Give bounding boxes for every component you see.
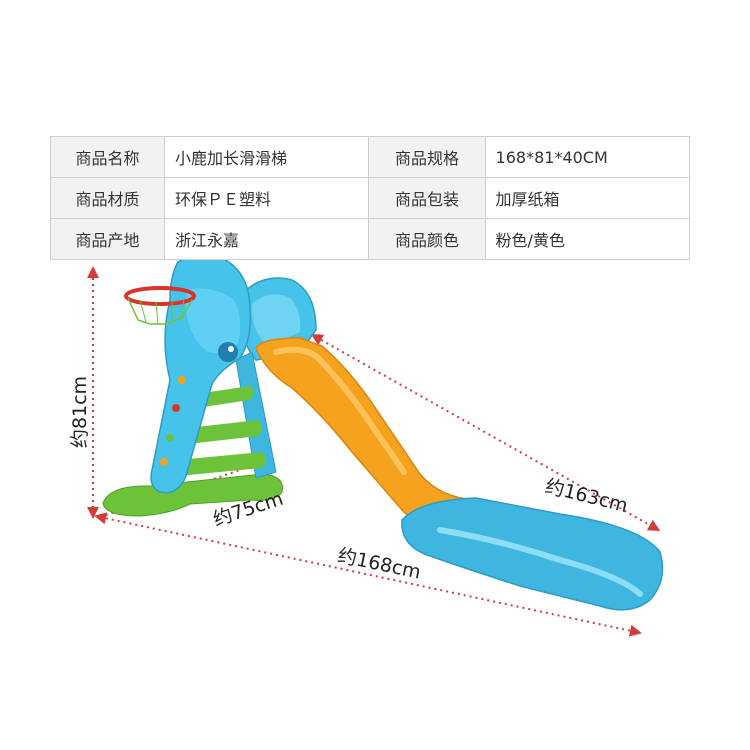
- basketball-hoop-rim: [124, 286, 196, 306]
- slide-length-dimension-line: [310, 334, 661, 531]
- spec-label: 商品规格: [368, 136, 486, 178]
- orange-slide-highlight: [273, 346, 407, 475]
- rear-leg: [235, 351, 277, 479]
- table-row: 商品名称 小鹿加长滑滑梯 商品规格 168*81*40CM: [49, 136, 691, 178]
- spec-value: 环保ＰＥ塑料: [164, 177, 370, 219]
- spec-label: 商品材质: [49, 177, 166, 219]
- ear-inner: [251, 294, 301, 346]
- spec-label: 商品颜色: [368, 218, 486, 260]
- net-lines: [139, 299, 185, 325]
- table-row: 商品产地 浙江永嘉 商品颜色 粉色/黄色: [49, 218, 691, 260]
- slide-length-dimension-label: 约163cm: [543, 475, 630, 517]
- total-length-dimension-line: [94, 512, 642, 637]
- ladder-step: [178, 452, 266, 476]
- ladder-step: [188, 420, 262, 444]
- decor-dot: [160, 458, 168, 466]
- decor-dot: [172, 404, 180, 412]
- spec-value: 168*81*40CM: [484, 136, 691, 178]
- spec-table: 商品名称 小鹿加长滑滑梯 商品规格 168*81*40CM 商品材质 环保ＰＥ塑…: [49, 136, 691, 260]
- slide-product-figure: 约81cm 约75cm 约163cm 约168cm: [69, 260, 664, 637]
- spec-value: 浙江永嘉: [164, 218, 370, 260]
- decor-dot: [166, 434, 174, 442]
- ladder-step: [196, 386, 254, 408]
- spec-value: 小鹿加长滑滑梯: [164, 136, 370, 178]
- spec-value: 加厚纸箱: [484, 177, 691, 219]
- table-row: 商品材质 环保ＰＥ塑料 商品包装 加厚纸箱: [49, 177, 691, 219]
- elephant-eye-highlight: [228, 346, 234, 352]
- blue-slide-highlight: [437, 527, 643, 597]
- total-length-dimension-label: 约168cm: [336, 545, 423, 584]
- elephant-eye-icon: [218, 342, 238, 362]
- spec-label: 商品产地: [49, 218, 166, 260]
- spec-value: 粉色/黄色: [484, 218, 691, 260]
- decor-dot: [178, 376, 186, 384]
- green-base: [102, 473, 284, 517]
- elephant-face: [186, 288, 241, 353]
- spec-label: 商品包装: [368, 177, 486, 219]
- spec-label: 商品名称: [49, 136, 166, 178]
- height-dimension-label: 约81cm: [69, 376, 91, 448]
